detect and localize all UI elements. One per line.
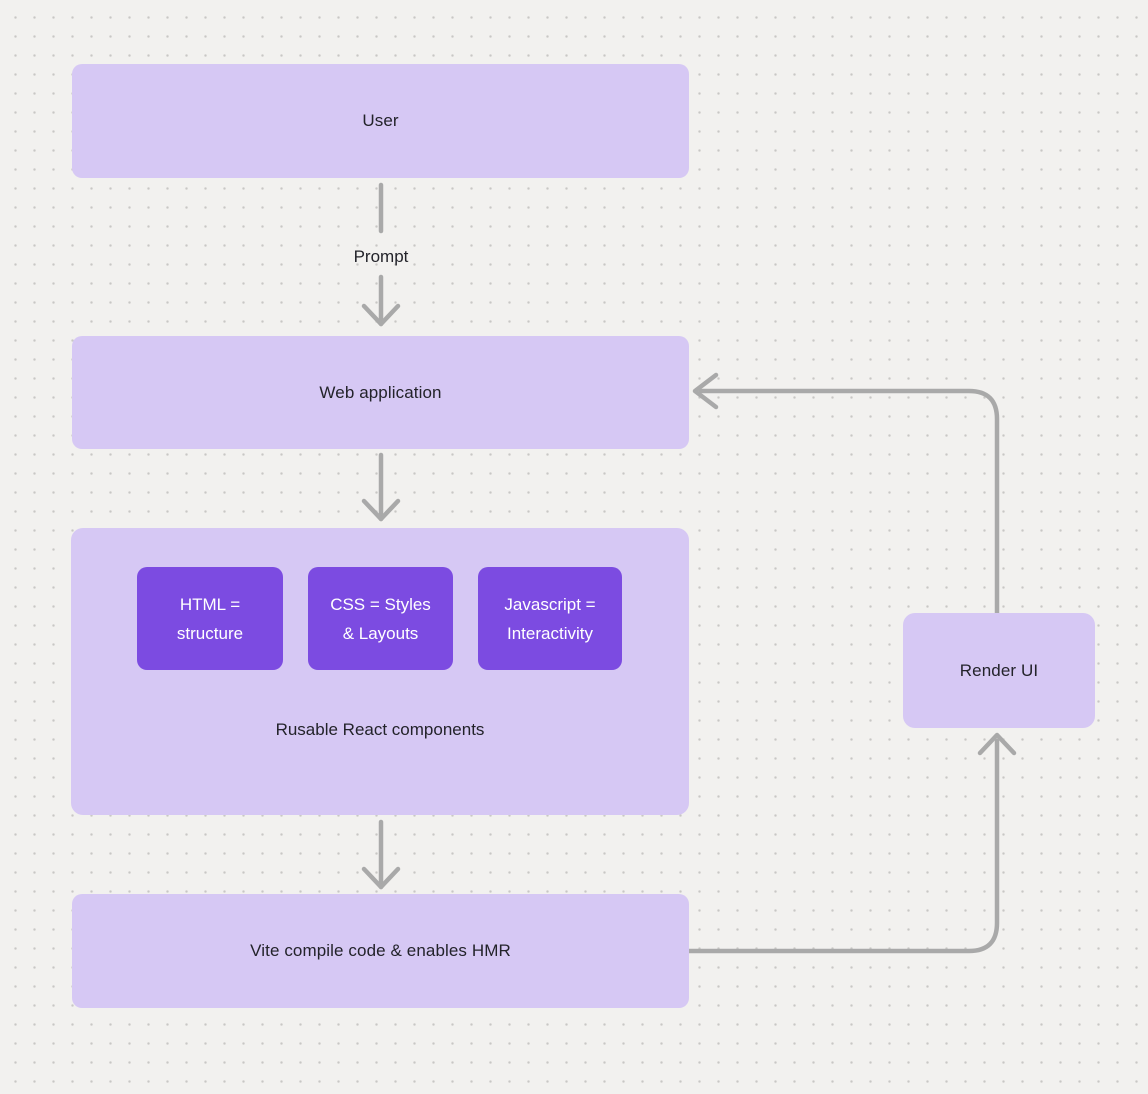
node-js-line1: Javascript = — [504, 594, 596, 614]
prompt-label-text: Prompt — [353, 247, 409, 266]
arrow-components-to-vite — [361, 819, 401, 890]
node-render-ui: Render UI — [903, 613, 1095, 728]
node-web-application: Web application — [72, 336, 689, 449]
node-js-line2: Interactivity — [507, 623, 593, 643]
arrow-render-ui-to-web-application — [692, 372, 1000, 616]
arrow-web-application-to-components — [361, 452, 401, 522]
node-html-line1: HTML = — [179, 594, 241, 614]
node-vite-label: Vite compile code & enables HMR — [250, 941, 511, 960]
node-css-line2: & Layouts — [342, 623, 419, 643]
edge-label-prompt: Prompt — [331, 246, 431, 268]
node-components-container: HTML = structure CSS = Styles & Layouts … — [71, 528, 689, 815]
node-javascript-interactivity: Javascript = Interactivity — [478, 567, 622, 670]
node-html-line2: structure — [176, 623, 244, 643]
node-user-label: User — [362, 111, 399, 130]
node-user: User — [72, 64, 689, 178]
node-css-line1: CSS = Styles — [330, 594, 431, 614]
components-container-caption: Rusable React components — [275, 720, 485, 739]
node-web-application-label: Web application — [319, 382, 442, 402]
node-render-ui-label: Render UI — [959, 660, 1039, 680]
node-html-structure: HTML = structure — [137, 567, 283, 670]
node-css-styles: CSS = Styles & Layouts — [308, 567, 453, 670]
arrow-vite-to-render-ui — [686, 732, 1017, 954]
node-vite: Vite compile code & enables HMR — [72, 894, 689, 1008]
